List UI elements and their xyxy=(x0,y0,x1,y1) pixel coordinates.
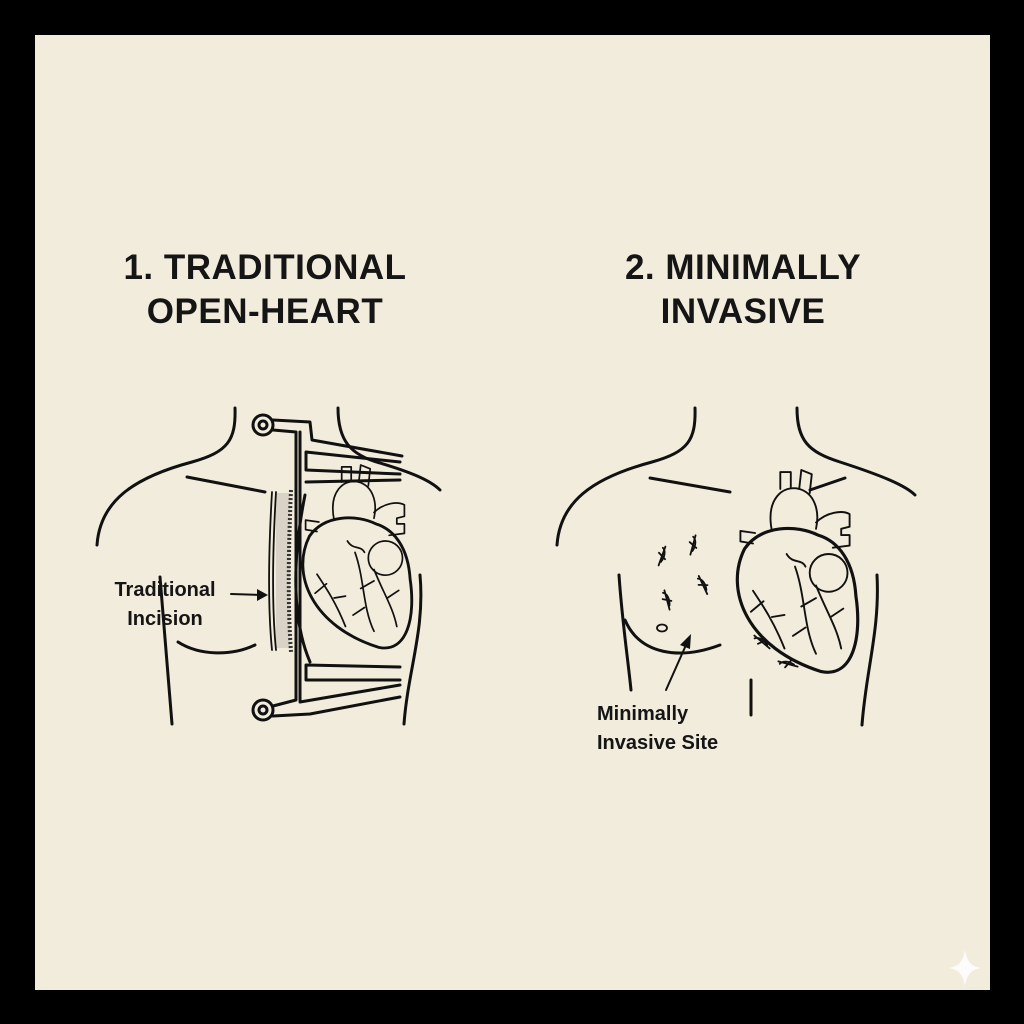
rib-retractor xyxy=(251,413,404,722)
label-line1: Minimally xyxy=(597,703,689,725)
panel-1-title-line1: 1. TRADITIONAL xyxy=(123,248,407,287)
traditional-incision-label: Traditional Incision xyxy=(103,576,227,634)
panel-2-title-line1: 2. MINIMALLY xyxy=(624,248,862,287)
traditional-incision xyxy=(268,489,293,653)
label-line1: Traditional xyxy=(114,579,216,601)
panel-2-title-line2: INVASIVE xyxy=(660,292,826,331)
minimally-invasive-torso-figure xyxy=(555,406,917,727)
label-line2: Invasive Site xyxy=(597,732,719,754)
paper-background xyxy=(35,35,990,990)
panel-1-title: 1. TRADITIONAL OPEN-HEART xyxy=(55,246,475,334)
traditional-torso-figure xyxy=(95,406,442,726)
sparkle-icon xyxy=(949,950,981,986)
heart-illustration-minimally-invasive xyxy=(735,468,860,674)
heart-illustration-traditional xyxy=(301,463,414,650)
label-line2: Incision xyxy=(127,608,203,630)
minimally-invasive-site-label: Minimally Invasive Site xyxy=(597,700,718,758)
traditional-incision-arrow xyxy=(230,589,268,601)
panel-1-title-line2: OPEN-HEART xyxy=(146,292,384,331)
minimally-invasive-arrow xyxy=(665,634,691,691)
panel-2-title: 2. MINIMALLY INVASIVE xyxy=(533,246,953,334)
